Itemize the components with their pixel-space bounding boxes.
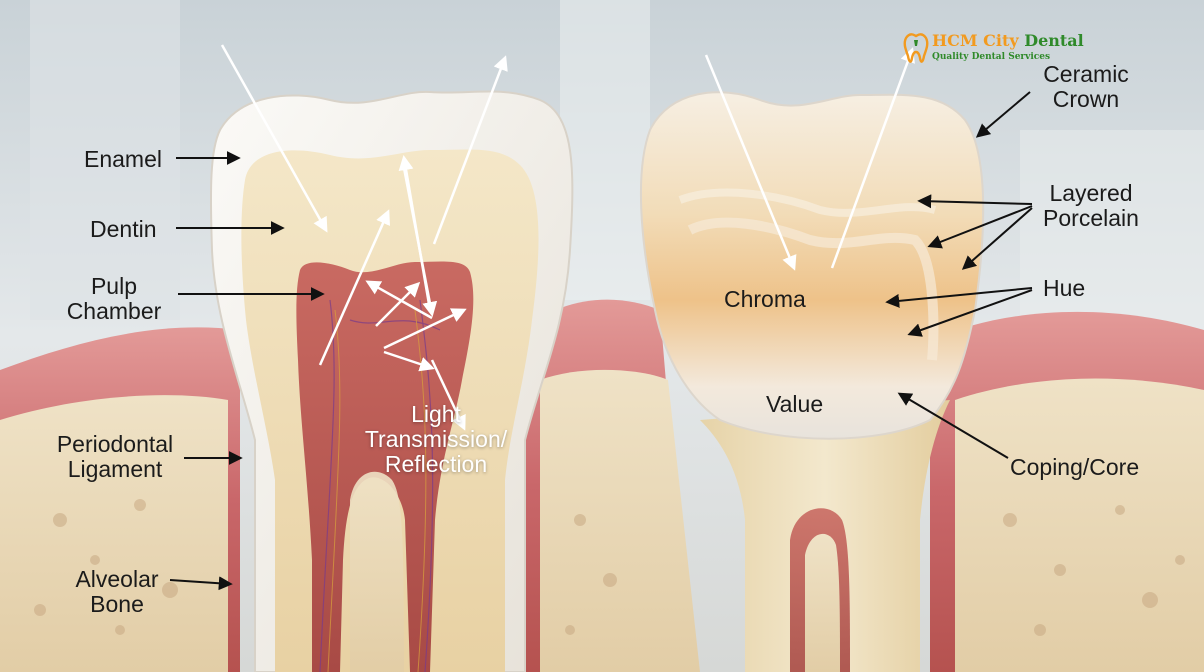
light-path-arrows xyxy=(220,44,915,431)
label-alveolar-bone: Alveolar Bone xyxy=(75,566,159,617)
logo-title-part1: HCM City xyxy=(932,31,1019,50)
bone-middle xyxy=(540,369,700,672)
tooth-logo-icon xyxy=(903,33,929,63)
logo-title: HCM City Dental xyxy=(932,32,1084,50)
label-hue: Hue xyxy=(1043,275,1086,301)
clinic-logo: HCM City Dental Quality Dental Services xyxy=(902,32,1084,66)
label-light-transmission: Light Transmission/ Reflection xyxy=(364,401,508,477)
label-pulp-chamber: Pulp Chamber xyxy=(66,273,162,324)
label-dentin: Dentin xyxy=(90,216,157,242)
label-enamel: Enamel xyxy=(84,146,162,172)
label-coping-core: Coping/Core xyxy=(1010,454,1140,480)
bone-left xyxy=(0,395,228,672)
label-layered-porcelain: Layered Porcelain xyxy=(1043,180,1139,231)
label-chroma: Chroma xyxy=(724,286,806,312)
label-value: Value xyxy=(766,391,824,417)
label-ceramic-crown: Ceramic Crown xyxy=(1043,61,1129,112)
logo-subtitle: Quality Dental Services xyxy=(932,52,1051,62)
bone-texture xyxy=(34,499,1185,636)
label-periodontal-ligament: Periodontal Ligament xyxy=(56,431,174,482)
bone-right xyxy=(955,378,1204,672)
ceramic-crown xyxy=(639,91,985,440)
logo-title-part2: Dental xyxy=(1024,31,1084,50)
label-pointer-arrows xyxy=(169,91,1033,591)
